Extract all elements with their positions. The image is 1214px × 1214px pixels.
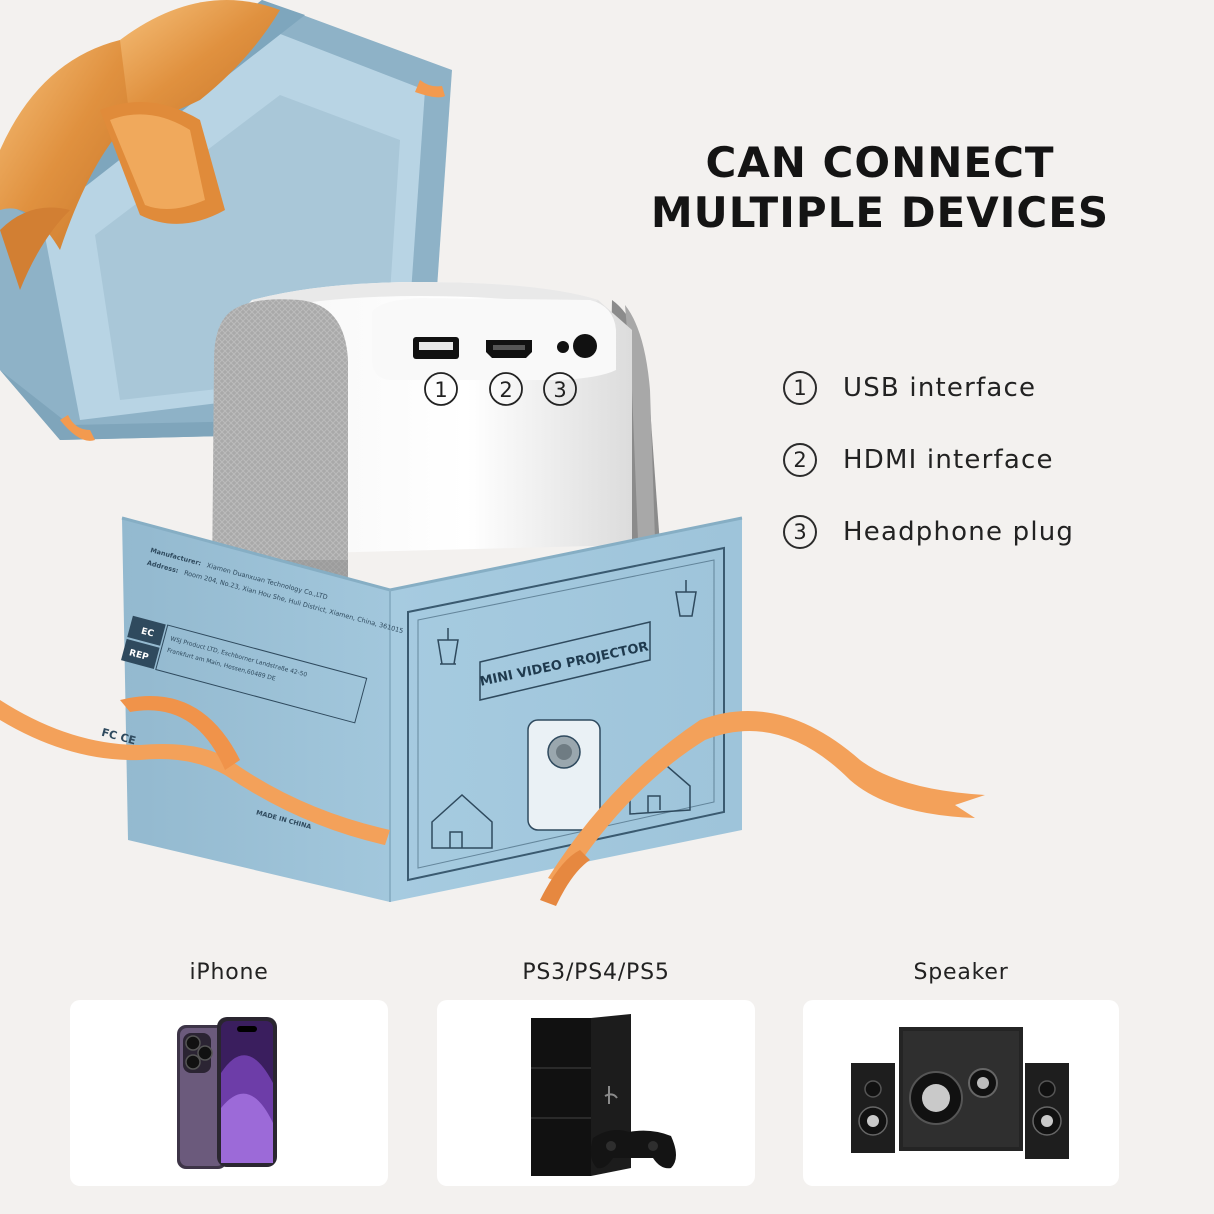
device-iphone: iPhone [70, 958, 388, 1186]
speaker-icon [851, 1027, 1069, 1159]
device-card-playstation [437, 1000, 755, 1186]
feature-number-1: 1 [783, 371, 817, 405]
gift-box-base: MINI VIDEO PROJECTOR Manufacturer: Xiame… [100, 516, 743, 902]
feature-number-3: 3 [783, 515, 817, 549]
port-number-3: 3 [543, 372, 577, 406]
feature-label-usb: USB interface [843, 373, 1037, 403]
device-card-iphone [70, 1000, 388, 1186]
device-label-speaker: Speaker [913, 960, 1009, 985]
feature-list: 1 USB interface 2 HDMI interface 3 Headp… [783, 368, 1074, 584]
gift-box-projector-illustration: 1 2 3 MINI VIDEO PROJECTOR [0, 0, 985, 906]
headline-line-2: MULTIPLE DEVICES [650, 188, 1110, 237]
feature-label-headphone: Headphone plug [843, 517, 1075, 547]
feature-headphone: 3 Headphone plug [783, 512, 1074, 552]
svg-text:2: 2 [499, 378, 512, 402]
game-console-icon [531, 1014, 676, 1176]
device-label-iphone: iPhone [189, 960, 269, 985]
feature-usb: 1 USB interface [783, 368, 1074, 408]
headline: CAN CONNECT MULTIPLE DEVICES [600, 138, 1160, 238]
headline-line-1: CAN CONNECT [705, 138, 1055, 187]
svg-text:EC: EC [140, 627, 155, 640]
port-number-2: 2 [489, 372, 523, 406]
ribbon-bow [0, 0, 280, 290]
projector: 1 2 3 [212, 282, 632, 590]
device-speaker: Speaker [803, 958, 1119, 1186]
feature-label-hdmi: HDMI interface [843, 445, 1054, 475]
svg-text:1: 1 [434, 378, 447, 402]
feature-number-2: 2 [783, 443, 817, 477]
port-number-1: 1 [424, 372, 458, 406]
headphone-jack [557, 341, 569, 353]
feature-hdmi: 2 HDMI interface [783, 440, 1074, 480]
svg-text:3: 3 [553, 378, 566, 402]
ribbon [0, 696, 985, 906]
device-label-playstation: PS3/PS4/PS5 [522, 960, 670, 985]
iphone-icon [177, 1017, 277, 1169]
device-card-speaker [803, 1000, 1119, 1186]
device-playstation: PS3/PS4/PS5 [437, 958, 755, 1186]
